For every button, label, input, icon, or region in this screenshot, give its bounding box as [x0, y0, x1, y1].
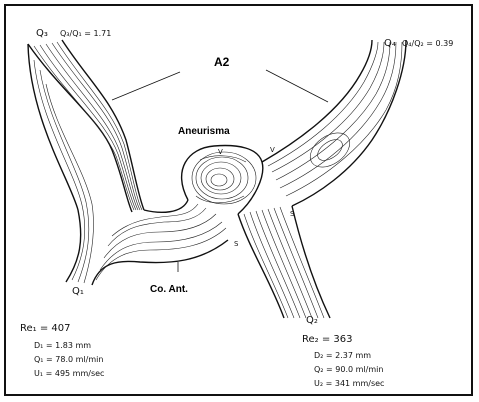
u1-value: U₁ = 495 mm/sec	[34, 369, 104, 378]
u2-value: U₂ = 341 mm/sec	[314, 379, 384, 388]
streamlines-aneurysm	[191, 151, 257, 205]
title-a2: A2	[214, 55, 230, 69]
leader-lines	[111, 69, 329, 272]
d2-value: D₂ = 2.37 mm	[314, 351, 371, 360]
leader-line-right	[265, 69, 329, 103]
s-marker-mid: S	[234, 240, 239, 248]
q1-value: Q₁ = 78.0 ml/min	[34, 355, 103, 364]
re2-value: Re₂ = 363	[302, 334, 352, 345]
q3-ratio: Q₃/Q₁ = 1.71	[60, 29, 111, 38]
streamlines-left-branch	[33, 41, 143, 284]
q4-ratio: Q₄/Q₂ = 0.39	[402, 39, 453, 48]
v-marker-right: V	[270, 146, 275, 154]
q2-value: Q₂ = 90.0 ml/min	[314, 365, 383, 374]
d1-value: D₁ = 1.83 mm	[34, 341, 91, 350]
re1-value: Re₁ = 407	[20, 323, 70, 334]
s-marker-right: S	[290, 210, 295, 218]
q1-label: Q₁	[72, 286, 84, 297]
aneurysm-label: Aneurisma	[178, 126, 230, 137]
q2-label: Q₂	[306, 315, 318, 326]
v-marker-left: V	[218, 148, 223, 156]
streamlines-right-branch	[267, 41, 403, 197]
streamlines-bottom-channel	[95, 203, 227, 281]
streamlines-lower-branch	[243, 206, 325, 319]
vessel-walls	[27, 39, 407, 319]
q3-label: Q₃	[36, 28, 48, 39]
q4-label: Q₄	[384, 38, 396, 49]
right-parameters: Re₂ = 363 D₂ = 2.37 mm Q₂ = 90.0 ml/min …	[302, 334, 384, 388]
com-ant-label: Co. Ant.	[150, 284, 188, 295]
left-parameters: Re₁ = 407 D₁ = 1.83 mm Q₁ = 78.0 ml/min …	[20, 323, 104, 378]
leader-line-left	[111, 71, 181, 101]
